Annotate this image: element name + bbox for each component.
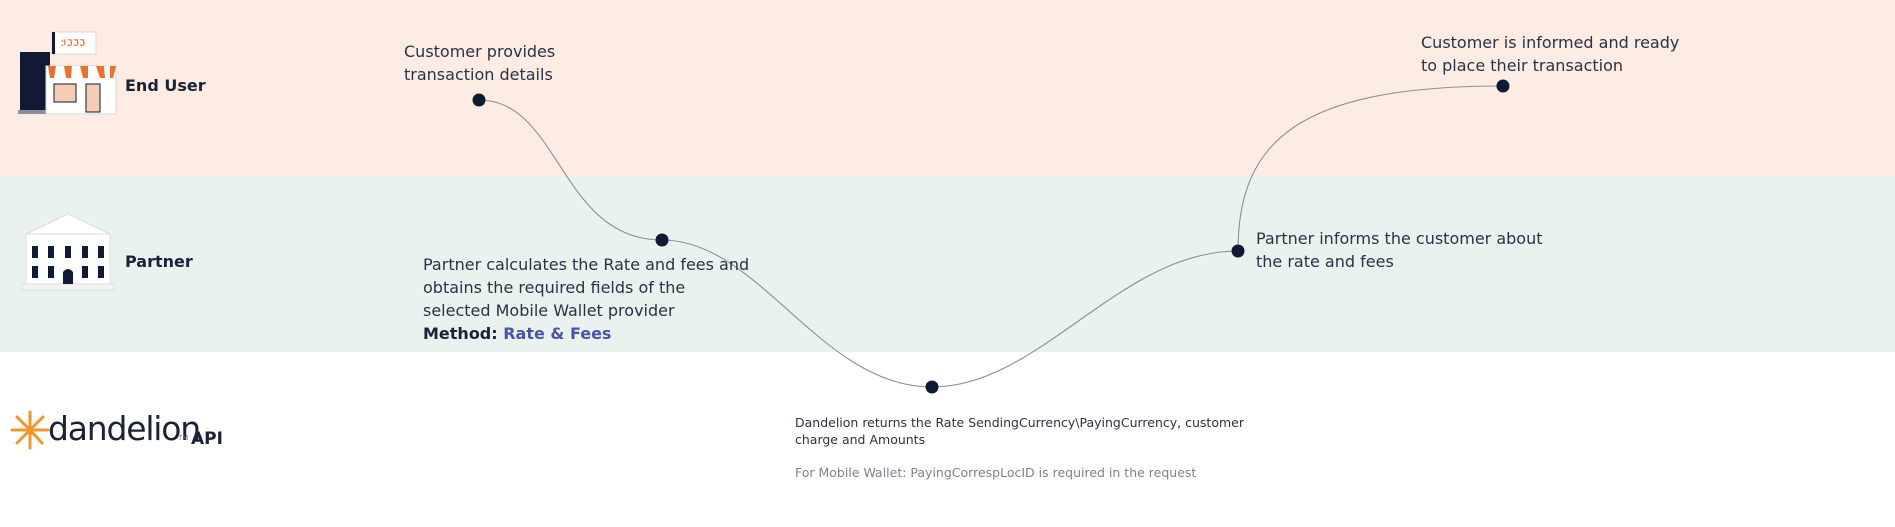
lane-api: [0, 352, 1895, 527]
lane-label-end-user: End User: [125, 76, 206, 95]
flow-node-1: [472, 93, 486, 107]
brand-api-label: API: [191, 429, 223, 449]
flow-node-4: [1231, 244, 1245, 258]
svg-text:ℐℑℑℑ: ℐℑℑℑ: [61, 39, 85, 49]
step-2-method: Method: Rate & Fees: [423, 324, 612, 343]
flow-node-5: [1496, 79, 1510, 93]
lane-partner: [0, 176, 1895, 352]
lane-end-user: [0, 0, 1895, 176]
step-5-text: Customer is informed and ready to place …: [1421, 33, 1680, 75]
step-3-note: For Mobile Wallet: PayingCorrespLocID is…: [795, 465, 1197, 480]
bank-building-icon: [20, 212, 116, 292]
brand-trademark: TM: [178, 434, 189, 442]
flow-node-2: [655, 233, 669, 247]
step-4-text: Partner informs the customer about the r…: [1256, 229, 1543, 271]
brand-name: dandelion: [48, 409, 201, 448]
storefront-icon: ℐℑℑℑ: [18, 30, 118, 116]
step-1-text: Customer provides transaction details: [404, 42, 556, 84]
method-link-rate-fees[interactable]: Rate & Fees: [503, 324, 612, 343]
step-3-text: Dandelion returns the Rate SendingCurren…: [795, 415, 1244, 447]
step-2-text: Partner calculates the Rate and fees and…: [423, 255, 750, 343]
flow-node-3: [925, 380, 939, 394]
dandelion-logo-icon: [10, 410, 50, 450]
method-label: Method: [423, 324, 492, 343]
lane-label-partner: Partner: [125, 252, 193, 271]
